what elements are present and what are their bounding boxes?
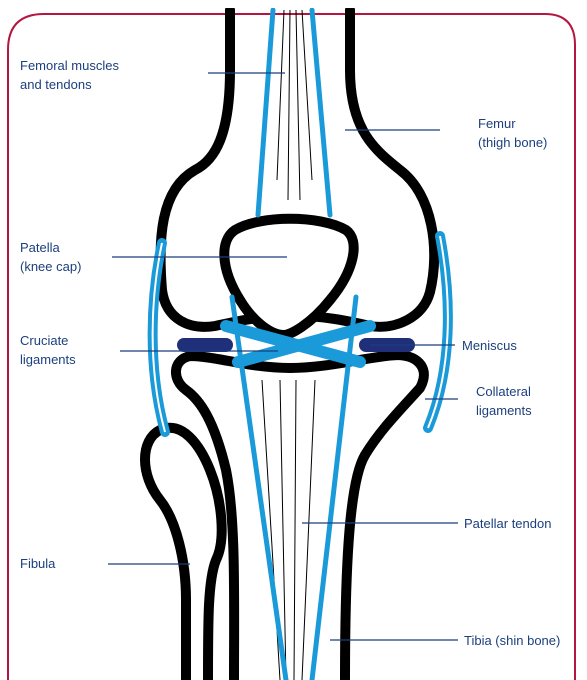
label-femoral-muscles-1: Femoral muscles [20,58,119,73]
femoral-muscle-fibers [277,10,312,200]
label-meniscus: Meniscus [462,338,517,353]
label-patella-2: (knee cap) [20,259,81,274]
femoral-tendon-left [258,10,273,215]
label-femur-2: (thigh bone) [478,135,547,150]
label-femur-1: Femur [478,116,516,131]
fibula-outline [145,428,222,680]
label-tibia: Tibia (shin bone) [464,633,560,648]
label-cruciate-2: ligaments [20,352,76,367]
label-collateral-1: Collateral [476,384,531,399]
label-cruciate-1: Cruciate [20,333,68,348]
patellar-tendon-fibers [262,380,315,680]
label-femoral-muscles-2: and tendons [20,77,92,92]
label-patella-1: Patella [20,240,61,255]
label-collateral-2: ligaments [476,403,532,418]
label-patellar-tendon: Patellar tendon [464,516,551,531]
label-fibula: Fibula [20,556,56,571]
femoral-tendon-right [312,10,330,215]
